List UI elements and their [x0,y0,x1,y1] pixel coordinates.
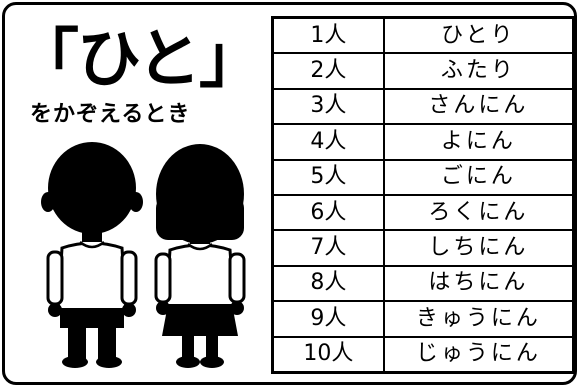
count-cell: 6人 [271,193,385,232]
page-title: 「ひと」 [14,23,263,97]
table-row: 7人しちにん [271,229,575,267]
table-row: 4人よにん [271,123,575,161]
reading-cell: きゅうにん [382,300,575,338]
count-cell: 3人 [271,87,385,126]
page-subtitle: をかぞえるとき [30,102,191,127]
count-cell: 2人 [271,52,385,90]
table-row: 5人ごにん [271,158,575,196]
table-row: 8人はちにん [271,264,575,303]
count-cell: 10人 [271,335,385,374]
reading-cell: しちにん [382,229,575,267]
reading-cell: さんにん [382,87,575,126]
count-cell: 7人 [271,229,385,267]
count-cell: 5人 [271,158,385,196]
table-row: 6人ろくにん [271,193,575,232]
reading-cell: よにん [382,123,575,161]
reading-cell: はちにん [382,264,575,303]
reading-cell: ふたり [382,52,575,90]
count-cell: 1人 [271,16,385,55]
table-row: 10人じゅうにん [271,335,575,374]
count-cell: 9人 [271,300,385,338]
reading-cell: じゅうにん [382,335,575,374]
two-children-illustration [41,142,246,368]
boy-figure [41,142,143,368]
count-cell: 8人 [271,264,385,303]
count-cell: 4人 [271,123,385,161]
reading-cell: ひとり [382,16,575,55]
table-row: 3人さんにん [271,87,575,126]
table-row: 2人ふたり [271,52,575,90]
table-row: 1人ひとり [271,16,575,55]
girl-figure [154,144,246,368]
table-row: 9人きゅうにん [271,300,575,338]
reading-cell: ろくにん [382,193,575,232]
card-frame [2,2,577,385]
reading-cell: ごにん [382,158,575,196]
